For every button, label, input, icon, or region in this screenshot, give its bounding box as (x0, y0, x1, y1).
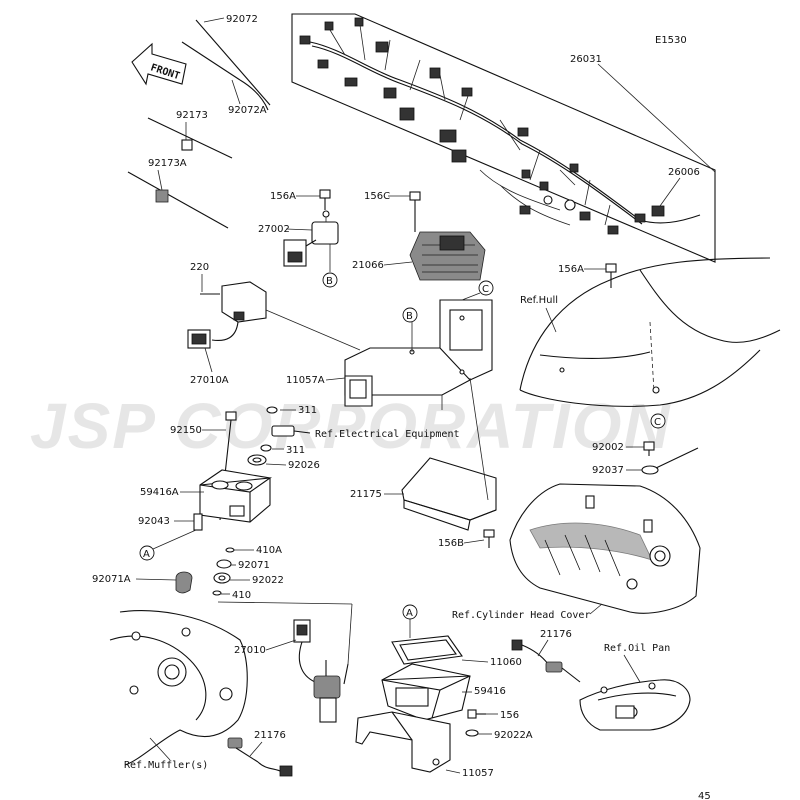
label-27010a: 27010A (190, 375, 229, 386)
label-311-bottom: 311 (286, 445, 305, 456)
screw-156a-top (319, 189, 331, 210)
label-92002: 92002 (592, 442, 624, 453)
label-92022: 92022 (252, 575, 284, 586)
label-21176-right: 21176 (540, 629, 572, 640)
label-26006: 26006 (668, 167, 700, 178)
callout-c-2-label: C (654, 417, 661, 428)
label-156: 156 (500, 710, 519, 721)
label-156a-hull: 156A (558, 264, 584, 275)
label-92071a: 92071A (92, 574, 131, 585)
cap-92071a (175, 571, 193, 594)
ref-cylinder-head-cover: Ref.Cylinder Head Cover (452, 610, 590, 621)
label-156c: 156C (364, 191, 390, 202)
label-21066: 21066 (352, 260, 384, 271)
ref-hull: Ref.Hull (520, 295, 558, 306)
label-92173: 92173 (176, 110, 208, 121)
front-arrow: FRONT (131, 42, 187, 86)
plate-11060 (391, 635, 463, 665)
label-410: 410 (232, 590, 251, 601)
label-92043: 92043 (138, 516, 170, 527)
spacer-92043 (193, 513, 203, 531)
ref-electrical-equipment: Ref.Electrical Equipment (315, 429, 460, 440)
label-59416a: 59416A (140, 487, 179, 498)
label-92071: 92071 (238, 560, 270, 571)
ref-oil-pan: Ref.Oil Pan (604, 643, 670, 654)
page-number: 45 (698, 791, 711, 800)
screw-156b (483, 529, 495, 548)
callout-c-1-label: C (482, 284, 489, 295)
label-156a-top: 156A (270, 191, 296, 202)
sensor-21176-right (511, 639, 581, 683)
label-220: 220 (190, 262, 209, 273)
callout-b-1 (322, 272, 338, 288)
label-27002: 27002 (258, 224, 290, 235)
bolt-92002 (643, 441, 655, 456)
sensor-27010a (187, 281, 267, 349)
ecu-21175 (401, 457, 497, 531)
label-11057: 11057 (462, 768, 494, 779)
diagram-code: E1530 (655, 35, 687, 46)
screw-156a-hull (605, 263, 617, 288)
label-59416: 59416 (474, 686, 506, 697)
label-27010: 27010 (234, 645, 266, 656)
label-92072a: 92072A (228, 105, 267, 116)
label-92026: 92026 (288, 460, 320, 471)
grommet-92026 (247, 454, 267, 466)
regulator-21066 (409, 191, 486, 281)
wire-harness-26031 (291, 13, 716, 263)
bolt-156 (467, 709, 486, 719)
washer-92022a (465, 729, 479, 737)
callout-b-2-label: B (406, 311, 413, 322)
label-410a: 410A (256, 545, 282, 556)
strap-92037 (641, 447, 699, 475)
label-92022a: 92022A (494, 730, 533, 741)
hull-reference (519, 257, 781, 407)
cylinder-head-cover (509, 483, 701, 614)
sensor-27002 (283, 210, 339, 272)
sensor-21176-left (227, 737, 293, 777)
callout-c-2 (650, 413, 666, 429)
label-21175: 21175 (350, 489, 382, 500)
callout-b-2 (402, 307, 418, 323)
mount-59416 (381, 663, 471, 721)
mount-59416a (199, 469, 273, 523)
engine-left-reference (109, 610, 248, 766)
bracket-11057 (355, 711, 451, 773)
label-11057a: 11057A (286, 375, 325, 386)
label-92150: 92150 (170, 425, 202, 436)
label-21176-left: 21176 (254, 730, 286, 741)
callout-b-1-label: B (326, 276, 333, 287)
callout-c-1 (478, 280, 494, 296)
label-311-top: 311 (298, 405, 317, 416)
label-156b: 156B (438, 538, 464, 549)
label-92173a: 92173A (148, 158, 187, 169)
label-26031: 26031 (570, 54, 602, 65)
washer-stack (212, 547, 235, 596)
callout-a-1-label: A (143, 549, 150, 560)
label-92037: 92037 (592, 465, 624, 476)
label-11060: 11060 (490, 657, 522, 668)
label-92072: 92072 (226, 14, 258, 25)
cable-ties (127, 19, 271, 229)
callout-a-2-label: A (406, 608, 413, 619)
ref-mufflers: Ref.Muffler(s) (124, 760, 208, 771)
sensor-27010 (217, 601, 353, 723)
bracket-11057a (344, 299, 493, 410)
oil-pan-reference (579, 679, 691, 731)
callout-a-1 (139, 545, 155, 561)
fitting-311 (260, 406, 311, 452)
